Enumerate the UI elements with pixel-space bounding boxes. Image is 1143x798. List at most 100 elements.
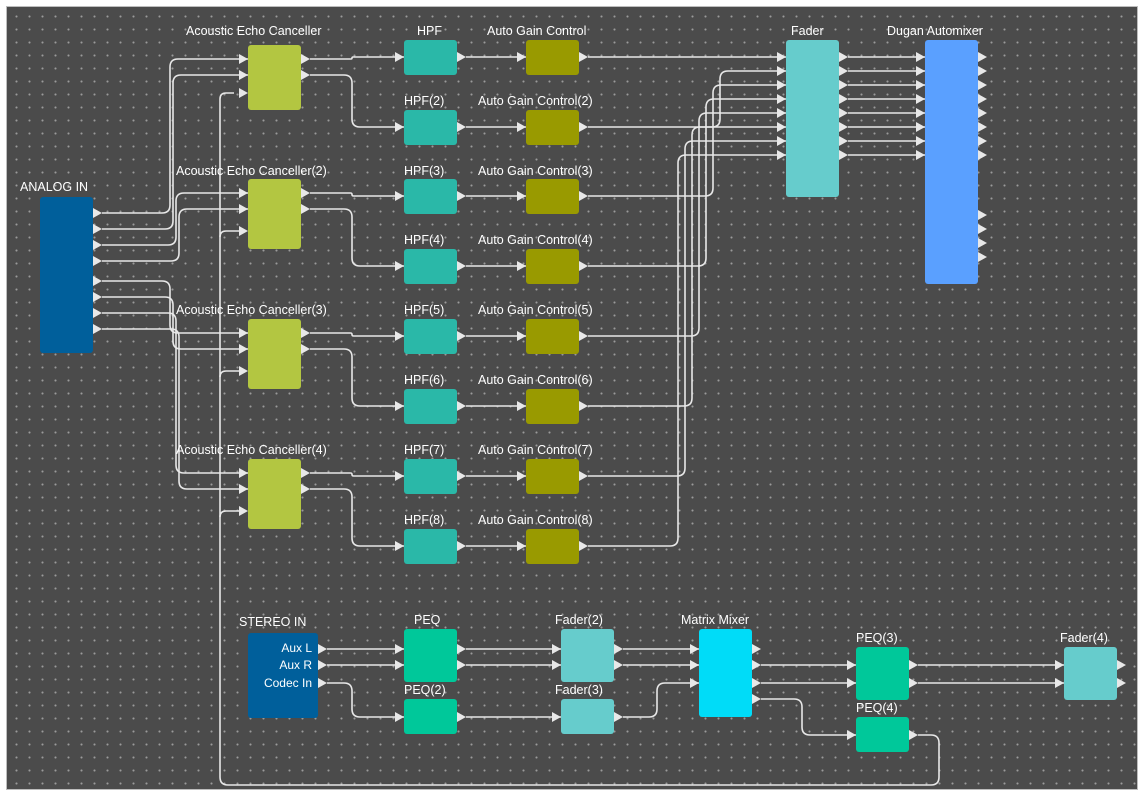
wire-arrow xyxy=(916,94,925,104)
peq-block-3[interactable] xyxy=(856,647,909,700)
stereo-in-block[interactable] xyxy=(248,633,318,718)
fader-out-port xyxy=(614,712,623,722)
dugan-automixer-block[interactable] xyxy=(925,40,978,284)
fader-out-port xyxy=(839,136,848,146)
agc-block-8[interactable] xyxy=(526,529,579,564)
wire-arrow xyxy=(690,678,699,688)
design-canvas[interactable]: ANALOG IN Acoustic Echo Canceller Acoust… xyxy=(6,6,1138,790)
wire-arrow xyxy=(239,468,248,478)
aec-to-hpf-wire xyxy=(310,348,404,407)
wire-arrow xyxy=(517,122,526,132)
hpf-block-4[interactable] xyxy=(404,249,457,284)
wire-arrow xyxy=(916,122,925,132)
hpf-out-port xyxy=(457,261,466,271)
agc-out-port xyxy=(579,191,588,201)
aec-out-port xyxy=(301,204,310,214)
agc-label-4: Auto Gain Control(4) xyxy=(478,233,593,247)
analog-in-block[interactable] xyxy=(40,197,93,353)
hpf-block-8[interactable] xyxy=(404,529,457,564)
stereo-out-port xyxy=(318,678,327,688)
aec-ref-port xyxy=(239,506,248,516)
wire-arrow xyxy=(916,136,925,146)
fader4-label: Fader(4) xyxy=(1060,631,1108,645)
wire-arrow xyxy=(552,712,561,722)
fader2-block[interactable] xyxy=(561,629,614,682)
fader-out-port xyxy=(839,52,848,62)
dugan-out-port xyxy=(978,136,987,146)
aec-to-hpf-wire xyxy=(310,74,404,128)
wire-arrow xyxy=(916,150,925,160)
analog-out-port xyxy=(93,308,102,318)
aec-to-hpf-wire xyxy=(310,208,404,267)
hpf-block-6[interactable] xyxy=(404,389,457,424)
peq-label-4: PEQ(4) xyxy=(856,701,898,715)
agc-block-2[interactable] xyxy=(526,110,579,145)
agc-label-6: Auto Gain Control(6) xyxy=(478,373,593,387)
agc-block-1[interactable] xyxy=(526,40,579,75)
matrix-out-port xyxy=(752,660,761,670)
matrix-out-port xyxy=(752,694,761,704)
fader3-to-matrix-wire xyxy=(623,682,699,718)
agc-block-5[interactable] xyxy=(526,319,579,354)
wire-arrow xyxy=(916,66,925,76)
aec-block-2[interactable] xyxy=(248,179,301,249)
wire-arrow xyxy=(777,66,786,76)
wire-arrow xyxy=(239,54,248,64)
fader4-block[interactable] xyxy=(1064,647,1117,700)
wire-arrow xyxy=(239,204,248,214)
agc-out-port xyxy=(579,122,588,132)
fader-out-port xyxy=(839,150,848,160)
peq4-out-port xyxy=(909,730,918,740)
analog-to-aec-wire xyxy=(102,208,248,262)
agc-block-3[interactable] xyxy=(526,179,579,214)
matrix-mixer-block[interactable] xyxy=(699,629,752,717)
analog-out-port xyxy=(93,276,102,286)
peq-label-1: PEQ xyxy=(414,613,441,627)
hpf-out-port xyxy=(457,471,466,481)
analog-to-aec-wire xyxy=(102,58,248,214)
wire-arrow xyxy=(395,52,404,62)
wire-arrow xyxy=(552,660,561,670)
peq-block-2[interactable] xyxy=(404,699,457,734)
analog-to-aec-wire xyxy=(102,312,248,474)
hpf-block-2[interactable] xyxy=(404,110,457,145)
aec-label-1: Acoustic Echo Canceller xyxy=(186,24,322,38)
hpf-out-port xyxy=(457,541,466,551)
fader3-block[interactable] xyxy=(561,699,614,734)
aec-ref-port xyxy=(239,88,248,98)
analog-in-label: ANALOG IN xyxy=(20,180,89,194)
wire-arrow xyxy=(916,52,925,62)
aec-block-3[interactable] xyxy=(248,319,301,389)
agc-block-6[interactable] xyxy=(526,389,579,424)
aec-block-1[interactable] xyxy=(248,45,301,110)
hpf-block-3[interactable] xyxy=(404,179,457,214)
wire-arrow xyxy=(777,108,786,118)
analog-to-aec-wire xyxy=(102,192,248,246)
wire-arrow xyxy=(847,730,856,740)
peq-out-port xyxy=(457,644,466,654)
wire-arrow xyxy=(1055,678,1064,688)
analog-out-port xyxy=(93,292,102,302)
aec-block-4[interactable] xyxy=(248,459,301,529)
hpf-block-5[interactable] xyxy=(404,319,457,354)
hpf-block-7[interactable] xyxy=(404,459,457,494)
fader-out-port xyxy=(839,80,848,90)
matrix-out-port xyxy=(752,678,761,688)
hpf-block-1[interactable] xyxy=(404,40,457,75)
peq3-out-port xyxy=(909,678,918,688)
wire-arrow xyxy=(916,108,925,118)
peq-out-port xyxy=(457,712,466,722)
peq-block-1[interactable] xyxy=(404,629,457,682)
agc-block-7[interactable] xyxy=(526,459,579,494)
analog-out-port xyxy=(93,208,102,218)
peq-block-4[interactable] xyxy=(856,717,909,752)
aec-out-port xyxy=(301,484,310,494)
hpf-label-2: HPF(2) xyxy=(404,94,445,108)
matrix-mixer-label: Matrix Mixer xyxy=(681,613,750,627)
agc-block-4[interactable] xyxy=(526,249,579,284)
aec-to-hpf-wire xyxy=(310,472,404,477)
agc-out-port xyxy=(579,261,588,271)
fader-block[interactable] xyxy=(786,40,839,197)
hpf-label-4: HPF(4) xyxy=(404,233,445,247)
hpf-label-8: HPF(8) xyxy=(404,513,445,527)
